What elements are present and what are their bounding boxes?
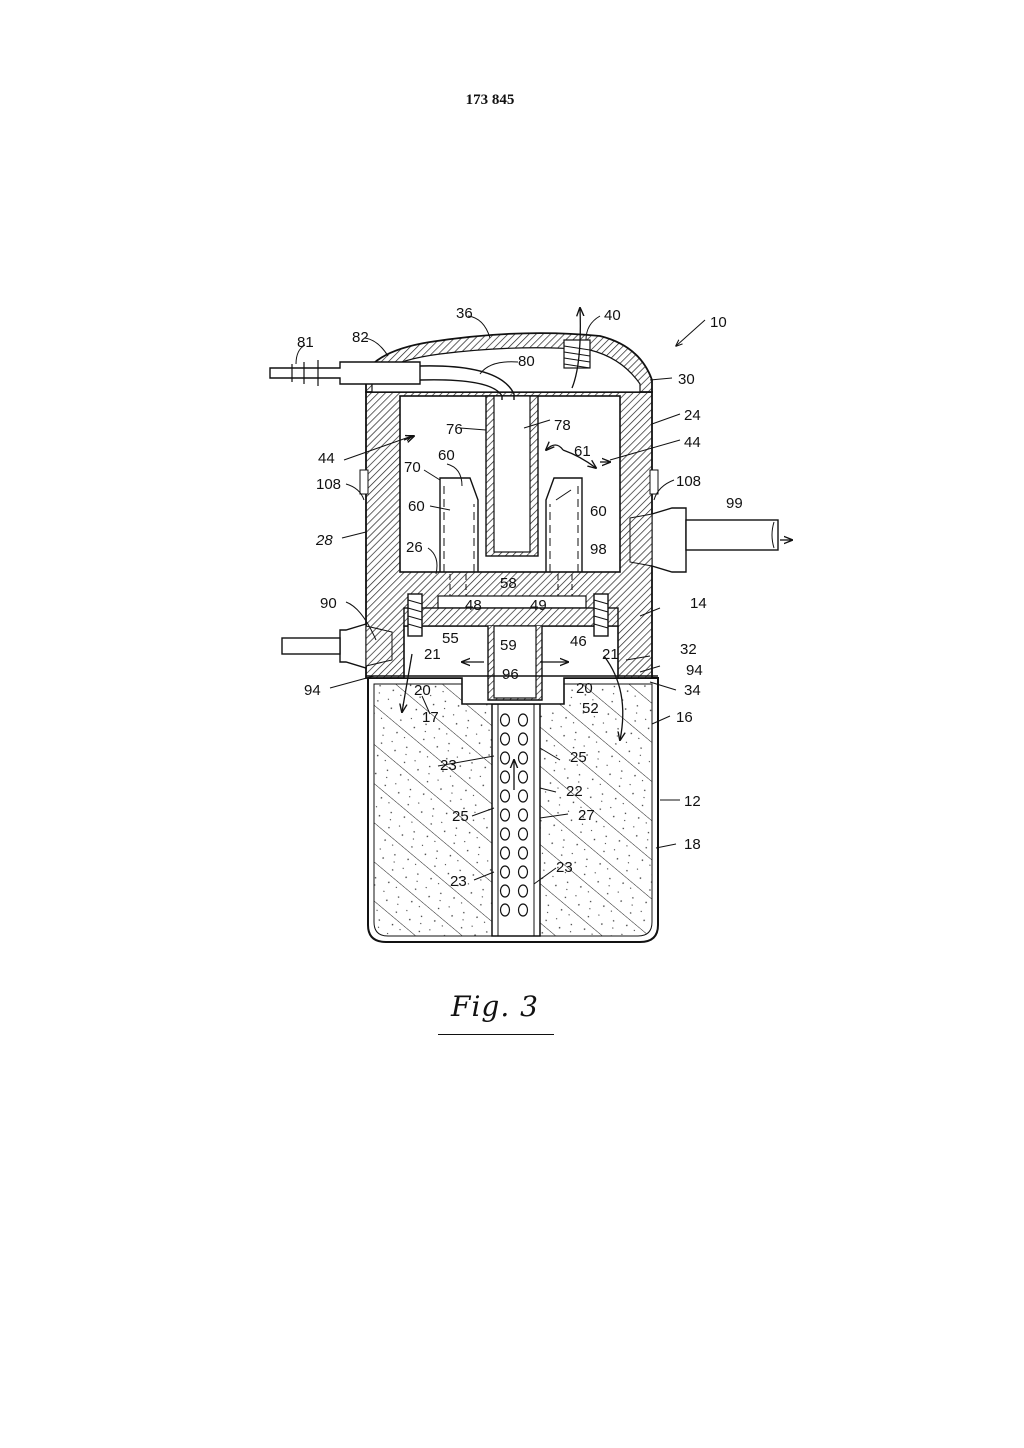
label-34: 34 bbox=[684, 682, 701, 699]
label-46: 46 bbox=[570, 633, 587, 650]
label-44-right: 44 bbox=[684, 434, 701, 451]
reference-numerals: 10 36 40 81 82 80 30 24 76 78 44 44 60 6… bbox=[297, 305, 743, 890]
label-10: 10 bbox=[710, 314, 727, 331]
label-76: 76 bbox=[446, 421, 463, 438]
label-25-right: 25 bbox=[570, 749, 587, 766]
side-outlet-fitting bbox=[629, 507, 779, 573]
label-99: 99 bbox=[726, 495, 743, 512]
label-59: 59 bbox=[500, 637, 517, 654]
label-24: 24 bbox=[684, 407, 701, 424]
label-22: 22 bbox=[566, 783, 583, 800]
label-20-right: 20 bbox=[576, 680, 593, 697]
label-23-left: 23 bbox=[450, 873, 467, 890]
label-82: 82 bbox=[352, 329, 369, 346]
label-26: 26 bbox=[406, 539, 423, 556]
label-21-left: 21 bbox=[424, 646, 441, 663]
label-49: 49 bbox=[530, 597, 547, 614]
label-36: 36 bbox=[456, 305, 473, 322]
label-27: 27 bbox=[578, 807, 595, 824]
label-108-right: 108 bbox=[676, 473, 701, 490]
label-94-left: 94 bbox=[304, 682, 321, 699]
label-25-left: 25 bbox=[452, 808, 469, 825]
label-23-right: 23 bbox=[556, 859, 573, 876]
caption-underline bbox=[438, 1034, 554, 1035]
label-52: 52 bbox=[582, 700, 599, 717]
label-48: 48 bbox=[465, 597, 482, 614]
label-81: 81 bbox=[297, 334, 314, 351]
label-60-left: 60 bbox=[408, 498, 425, 515]
label-58: 58 bbox=[500, 575, 517, 592]
label-30: 30 bbox=[678, 371, 695, 388]
flow-arrows bbox=[402, 308, 792, 790]
label-23-top: 23 bbox=[440, 757, 457, 774]
label-55: 55 bbox=[442, 630, 459, 647]
top-cap bbox=[365, 332, 653, 393]
label-60-top: 60 bbox=[438, 447, 455, 464]
label-20-left: 20 bbox=[414, 682, 431, 699]
upper-chamber-internals bbox=[439, 395, 583, 596]
label-94-right: 94 bbox=[686, 662, 703, 679]
label-44-left: 44 bbox=[318, 450, 335, 467]
label-28: 28 bbox=[315, 532, 333, 549]
inlet-fitting bbox=[269, 360, 515, 400]
label-78: 78 bbox=[554, 417, 571, 434]
label-80: 80 bbox=[518, 353, 535, 370]
label-40: 40 bbox=[604, 307, 621, 324]
label-108-left: 108 bbox=[316, 476, 341, 493]
label-70: 70 bbox=[404, 459, 421, 476]
label-17: 17 bbox=[422, 709, 439, 726]
perforations bbox=[499, 713, 529, 917]
leader-lines bbox=[295, 315, 706, 885]
label-98: 98 bbox=[590, 541, 607, 558]
label-60-right: 60 bbox=[590, 503, 607, 520]
label-90: 90 bbox=[320, 595, 337, 612]
label-18: 18 bbox=[684, 836, 701, 853]
label-21-right: 21 bbox=[602, 646, 619, 663]
filter-element bbox=[367, 677, 659, 943]
figure-caption: Fig. 3 bbox=[451, 990, 539, 1023]
page-number: 173 845 bbox=[465, 92, 515, 108]
label-16: 16 bbox=[676, 709, 693, 726]
label-61: 61 bbox=[574, 443, 591, 460]
side-inlet-fitting bbox=[281, 623, 393, 669]
label-14: 14 bbox=[690, 595, 707, 612]
label-12: 12 bbox=[684, 793, 701, 810]
label-96: 96 bbox=[502, 666, 519, 683]
label-32: 32 bbox=[680, 641, 697, 658]
